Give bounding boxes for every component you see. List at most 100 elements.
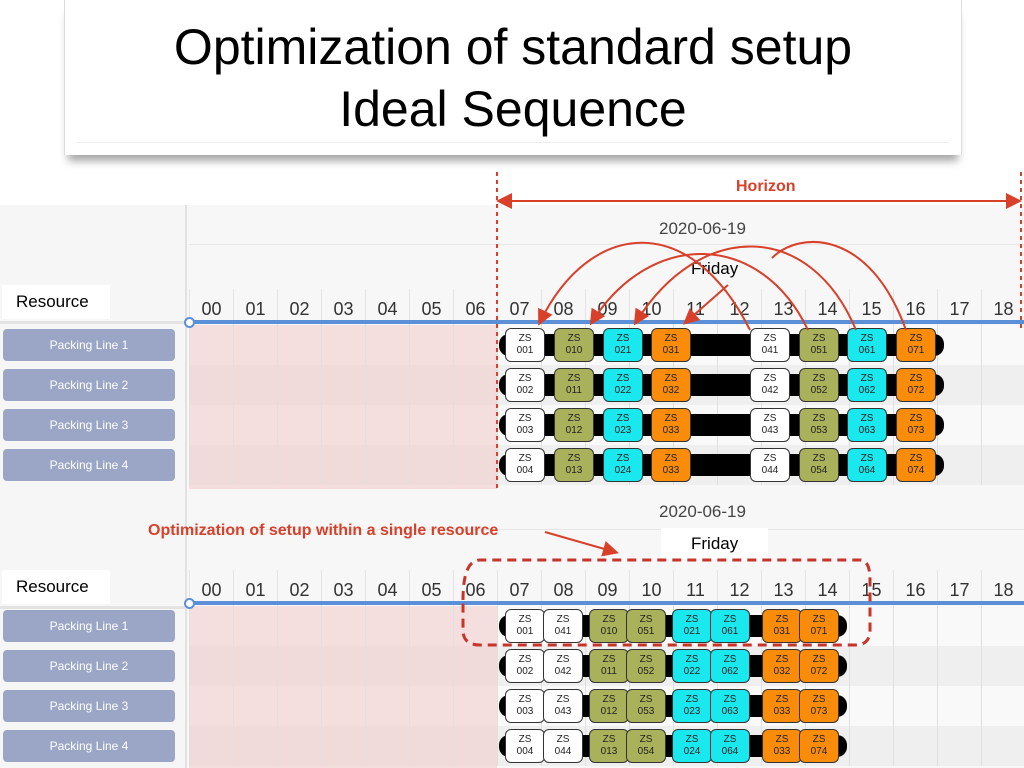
grid-line — [277, 606, 278, 766]
resource-header-divider — [0, 321, 187, 324]
hour-label: 17 — [937, 289, 981, 325]
timeline-start-handle[interactable] — [184, 598, 195, 609]
resource-button[interactable]: Packing Line 1 — [3, 610, 175, 642]
grid-line — [629, 325, 630, 485]
resource-button[interactable]: Packing Line 3 — [3, 690, 175, 722]
hour-label: 02 — [277, 570, 321, 606]
hour-label: 03 — [321, 570, 365, 606]
timeline-start-handle[interactable] — [184, 317, 195, 328]
grid-line — [453, 325, 454, 485]
grid-line — [321, 606, 322, 766]
resource-button[interactable]: Packing Line 4 — [3, 449, 175, 481]
resource-column: Resource Packing Line 1 Packing Line 2 Pac… — [0, 205, 187, 490]
title-divider — [77, 142, 949, 143]
resource-button[interactable]: Packing Line 2 — [3, 650, 175, 682]
hour-label: 03 — [321, 289, 365, 325]
grid-line — [893, 606, 894, 766]
grid-line — [673, 325, 674, 485]
resource-button[interactable]: Packing Line 3 — [3, 409, 175, 441]
grid-line — [233, 606, 234, 766]
single-resource-annotation: Optimization of setup within a single re… — [148, 522, 499, 539]
resource-header: Resource — [2, 285, 110, 319]
grid-line — [849, 325, 850, 485]
resource-button[interactable]: Packing Line 4 — [3, 730, 175, 762]
grid-line — [805, 606, 806, 766]
resource-button[interactable]: Packing Line 2 — [3, 369, 175, 401]
grid-line — [805, 325, 806, 485]
timeline-axis — [189, 320, 1024, 324]
resource-button[interactable]: Packing Line 1 — [3, 329, 175, 361]
grid-line — [189, 606, 190, 766]
slide-title: Optimization of standard setup — [173, 19, 853, 75]
non-working-period — [189, 606, 497, 768]
grid-line — [453, 606, 454, 766]
hour-label: 02 — [277, 289, 321, 325]
